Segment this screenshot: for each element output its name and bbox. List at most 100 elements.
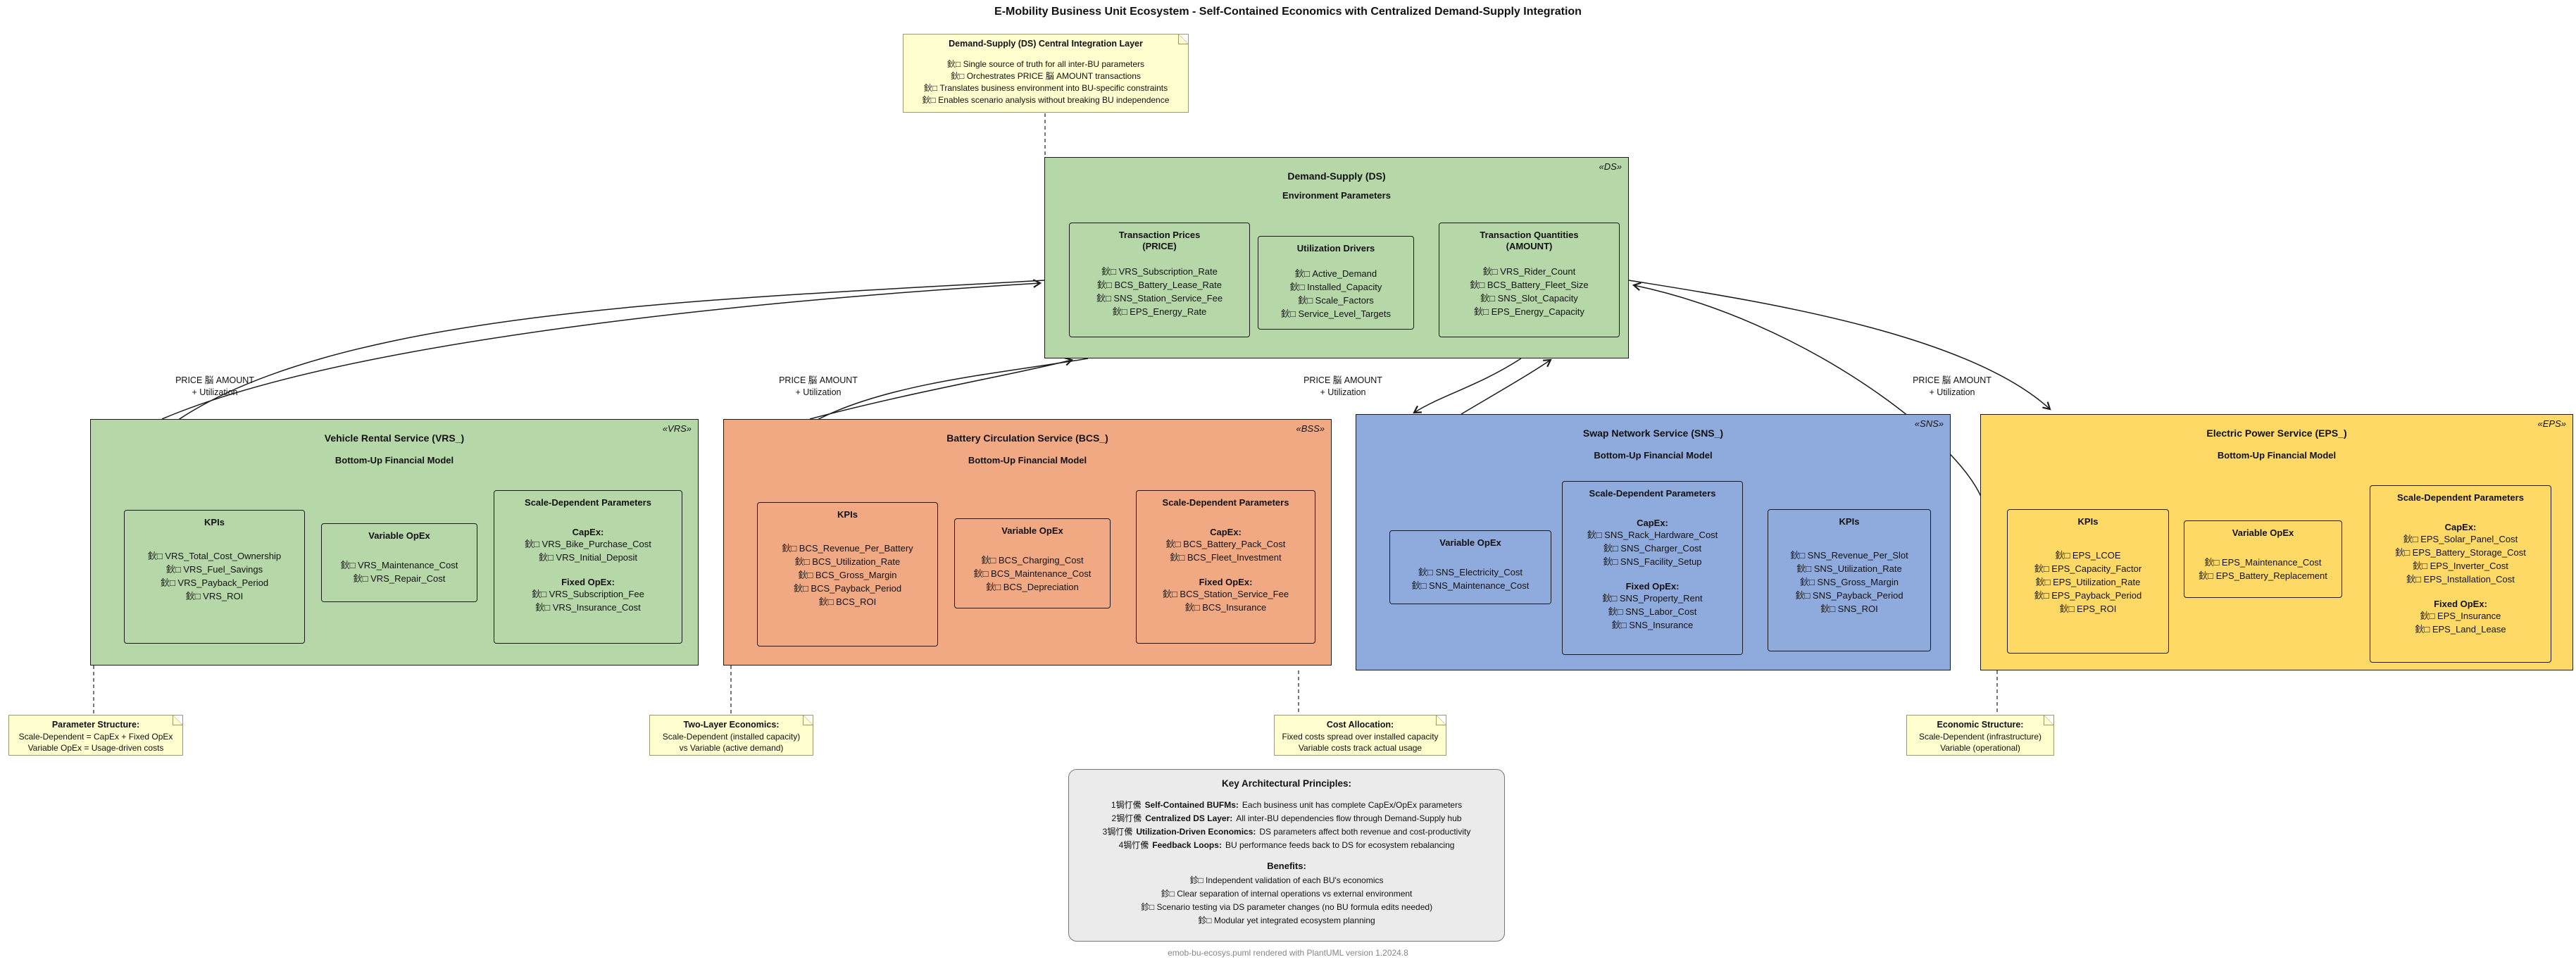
section-title: KPIs — [2077, 516, 2099, 527]
note-fold-icon — [803, 716, 813, 725]
section-title: Transaction Quantities(AMOUNT) — [1480, 230, 1579, 251]
vrs-subtitle: Bottom-Up Financial Model — [334, 455, 454, 466]
principle-name: Centralized DS Layer: — [1145, 813, 1233, 823]
vrs-variable-opex-box: Variable OpEx 鈥□ VRS_Maintenance_Cost 鈥□… — [321, 523, 477, 602]
sns-box: «SNS» Swap Network Service (SNS_) Bottom… — [1356, 414, 1951, 670]
note-title: Parameter Structure: — [51, 720, 140, 730]
section-title: Scale-Dependent Parameters — [525, 497, 651, 508]
edge-label-bcs: PRICE 脳 AMOUNT + Utilization — [748, 375, 889, 399]
capex-list: 鈥□ EPS_Solar_Panel_Cost 鈥□ EPS_Battery_S… — [2395, 534, 2526, 585]
note-title: Economic Structure: — [1937, 720, 2024, 730]
principle-text: All inter-BU dependencies flow through D… — [1236, 813, 1462, 823]
bcs-scale-dependent-box: Scale-Dependent Parameters CapEx: 鈥□ BCS… — [1136, 490, 1315, 644]
principle-number: 1锔忊儯 — [1111, 800, 1142, 810]
eps-subtitle: Bottom-Up Financial Model — [2217, 450, 2337, 461]
capex-heading: CapEx: — [1210, 527, 1242, 537]
eps-variable-opex-box: Variable OpEx 鈥□ EPS_Maintenance_Cost 鈥□… — [2184, 520, 2342, 598]
note-fold-icon — [1178, 35, 1188, 44]
section-title: Variable OpEx — [2232, 527, 2294, 538]
section-title: KPIs — [837, 509, 858, 520]
eps-scale-dependent-box: Scale-Dependent Parameters CapEx: 鈥□ EPS… — [2370, 485, 2551, 663]
stereotype-label: «BSS» — [1296, 423, 1325, 434]
section-title: Transaction Prices(PRICE) — [1118, 230, 1201, 251]
eps-title: Electric Power Service (EPS_) — [2206, 427, 2347, 439]
parameter-list: 鈥□ Active_Demand 鈥□ Installed_Capacity 鈥… — [1281, 268, 1391, 319]
capex-list: 鈥□ BCS_Battery_Pack_Cost 鈥□ BCS_Fleet_In… — [1165, 539, 1286, 563]
stereotype-label: «SNS» — [1914, 418, 1944, 429]
note-title: Cost Allocation: — [1326, 720, 1394, 730]
ds-subtitle: Environment Parameters — [1282, 190, 1391, 201]
section-title: KPIs — [204, 517, 225, 527]
parameter-list: 鈥□ VRS_Subscription_Rate 鈥□ BCS_Battery_… — [1096, 266, 1223, 317]
principle-name: Utilization-Driven Economics: — [1136, 827, 1256, 837]
kpi-list: 鈥□ SNS_Revenue_Per_Slot 鈥□ SNS_Utilizati… — [1790, 550, 1908, 614]
principle-name: Feedback Loops: — [1152, 840, 1222, 850]
note-fold-icon — [1436, 716, 1446, 725]
demand-supply-box: «DS» Demand-Supply (DS) Environment Para… — [1044, 157, 1629, 358]
note-body: Scale-Dependent = CapEx + Fixed OpEx Var… — [18, 732, 173, 753]
principle-name: Self-Contained BUFMs: — [1144, 800, 1239, 810]
edge-label-vrs: PRICE 脳 AMOUNT + Utilization — [144, 375, 285, 399]
section-title: Scale-Dependent Parameters — [1162, 497, 1289, 508]
vrs-scale-dependent-box: Scale-Dependent Parameters CapEx: 鈥□ VRS… — [494, 490, 682, 644]
utilization-drivers-box: Utilization Drivers 鈥□ Active_Demand 鈥□ … — [1258, 236, 1414, 330]
note-fold-icon — [173, 716, 182, 725]
bcs-title: Battery Circulation Service (BCS_) — [946, 432, 1108, 444]
two-layer-economics-note: Two-Layer Economics: Scale-Dependent (in… — [649, 715, 813, 756]
principle-text: DS parameters affect both revenue and co… — [1259, 827, 1471, 837]
edge-label-line1: PRICE 脳 AMOUNT — [779, 375, 858, 385]
fixed-opex-list: 鈥□ EPS_Insurance 鈥□ EPS_Land_Lease — [2415, 611, 2506, 635]
bcs-subtitle: Bottom-Up Financial Model — [968, 455, 1087, 466]
note-body: Fixed costs spread over installed capaci… — [1282, 732, 1439, 753]
bcs-kpis-box: KPIs 鈥□ BCS_Revenue_Per_Battery 鈥□ BCS_U… — [757, 502, 938, 646]
capex-heading: CapEx: — [2444, 522, 2477, 532]
principle-text: BU performance feeds back to DS for ecos… — [1225, 840, 1455, 850]
capex-list: 鈥□ VRS_Bike_Purchase_Cost 鈥□ VRS_Initial… — [525, 539, 651, 563]
eps-box: «EPS» Electric Power Service (EPS_) Bott… — [1980, 414, 2573, 670]
ds-integration-note: Demand-Supply (DS) Central Integration L… — [903, 34, 1189, 113]
fixed-opex-list: 鈥□ BCS_Station_Service_Fee 鈥□ BCS_Insura… — [1162, 589, 1289, 613]
section-title: KPIs — [1839, 516, 1860, 527]
parameter-list: 鈥□ VRS_Rider_Count 鈥□ BCS_Battery_Fleet_… — [1470, 266, 1589, 317]
note-fold-icon — [2044, 716, 2053, 725]
note-body: 鈥□ Single source of truth for all inter-… — [922, 59, 1170, 105]
edge-label-eps: PRICE 脳 AMOUNT + Utilization — [1882, 375, 2022, 399]
section-title: Scale-Dependent Parameters — [2397, 492, 2524, 503]
stereotype-label: «EPS» — [2537, 418, 2566, 429]
sns-variable-opex-box: Variable OpEx 鈥□ SNS_Electricity_Cost 鈥□… — [1389, 530, 1551, 604]
benefits-title: Benefits: — [1267, 861, 1306, 871]
ds-title: Demand-Supply (DS) — [1287, 170, 1386, 182]
note-body: Scale-Dependent (installed capacity) vs … — [662, 732, 801, 753]
sns-title: Swap Network Service (SNS_) — [1582, 427, 1724, 439]
vrs-title: Vehicle Rental Service (VRS_) — [324, 432, 465, 444]
edge-label-line2: + Utilization — [192, 387, 238, 397]
bcs-box: «BSS» Battery Circulation Service (BCS_)… — [723, 419, 1332, 666]
parameter-structure-note: Parameter Structure: Scale-Dependent = C… — [8, 715, 183, 756]
kpi-list: 鈥□ BCS_Revenue_Per_Battery 鈥□ BCS_Utiliz… — [782, 543, 913, 607]
opex-list: 鈥□ SNS_Electricity_Cost 鈥□ SNS_Maintenan… — [1411, 567, 1530, 591]
sns-scale-dependent-box: Scale-Dependent Parameters CapEx: 鈥□ SNS… — [1562, 481, 1743, 655]
note-title: Demand-Supply (DS) Central Integration L… — [949, 39, 1143, 49]
section-title: Variable OpEx — [368, 530, 430, 541]
opex-list: 鈥□ VRS_Maintenance_Cost 鈥□ VRS_Repair_Co… — [340, 560, 458, 584]
edge-label-line2: + Utilization — [1320, 387, 1366, 397]
opex-list: 鈥□ EPS_Maintenance_Cost 鈥□ EPS_Battery_R… — [2199, 557, 2327, 581]
edge-label-line1: PRICE 脳 AMOUNT — [175, 375, 254, 385]
capex-heading: CapEx: — [572, 527, 604, 537]
eps-kpis-box: KPIs 鈥□ EPS_LCOE 鈥□ EPS_Capacity_Factor … — [2007, 509, 2169, 654]
section-title: Utilization Drivers — [1296, 243, 1375, 254]
plantuml-footer: emob-bu-ecosys.puml rendered with PlantU… — [1168, 948, 1408, 958]
principle-text: Each business unit has complete CapEx/Op… — [1242, 800, 1463, 810]
edge-label-line1: PRICE 脳 AMOUNT — [1913, 375, 1992, 385]
kpi-list: 鈥□ VRS_Total_Cost_Ownership 鈥□ VRS_Fuel_… — [147, 551, 282, 601]
fixed-opex-list: 鈥□ VRS_Subscription_Fee 鈥□ VRS_Insurance… — [532, 589, 644, 613]
principle-number: 4锔忊儯 — [1118, 840, 1149, 850]
kpi-list: 鈥□ EPS_LCOE 鈥□ EPS_Capacity_Factor 鈥□ EP… — [2034, 550, 2142, 614]
stereotype-label: «VRS» — [662, 423, 692, 434]
